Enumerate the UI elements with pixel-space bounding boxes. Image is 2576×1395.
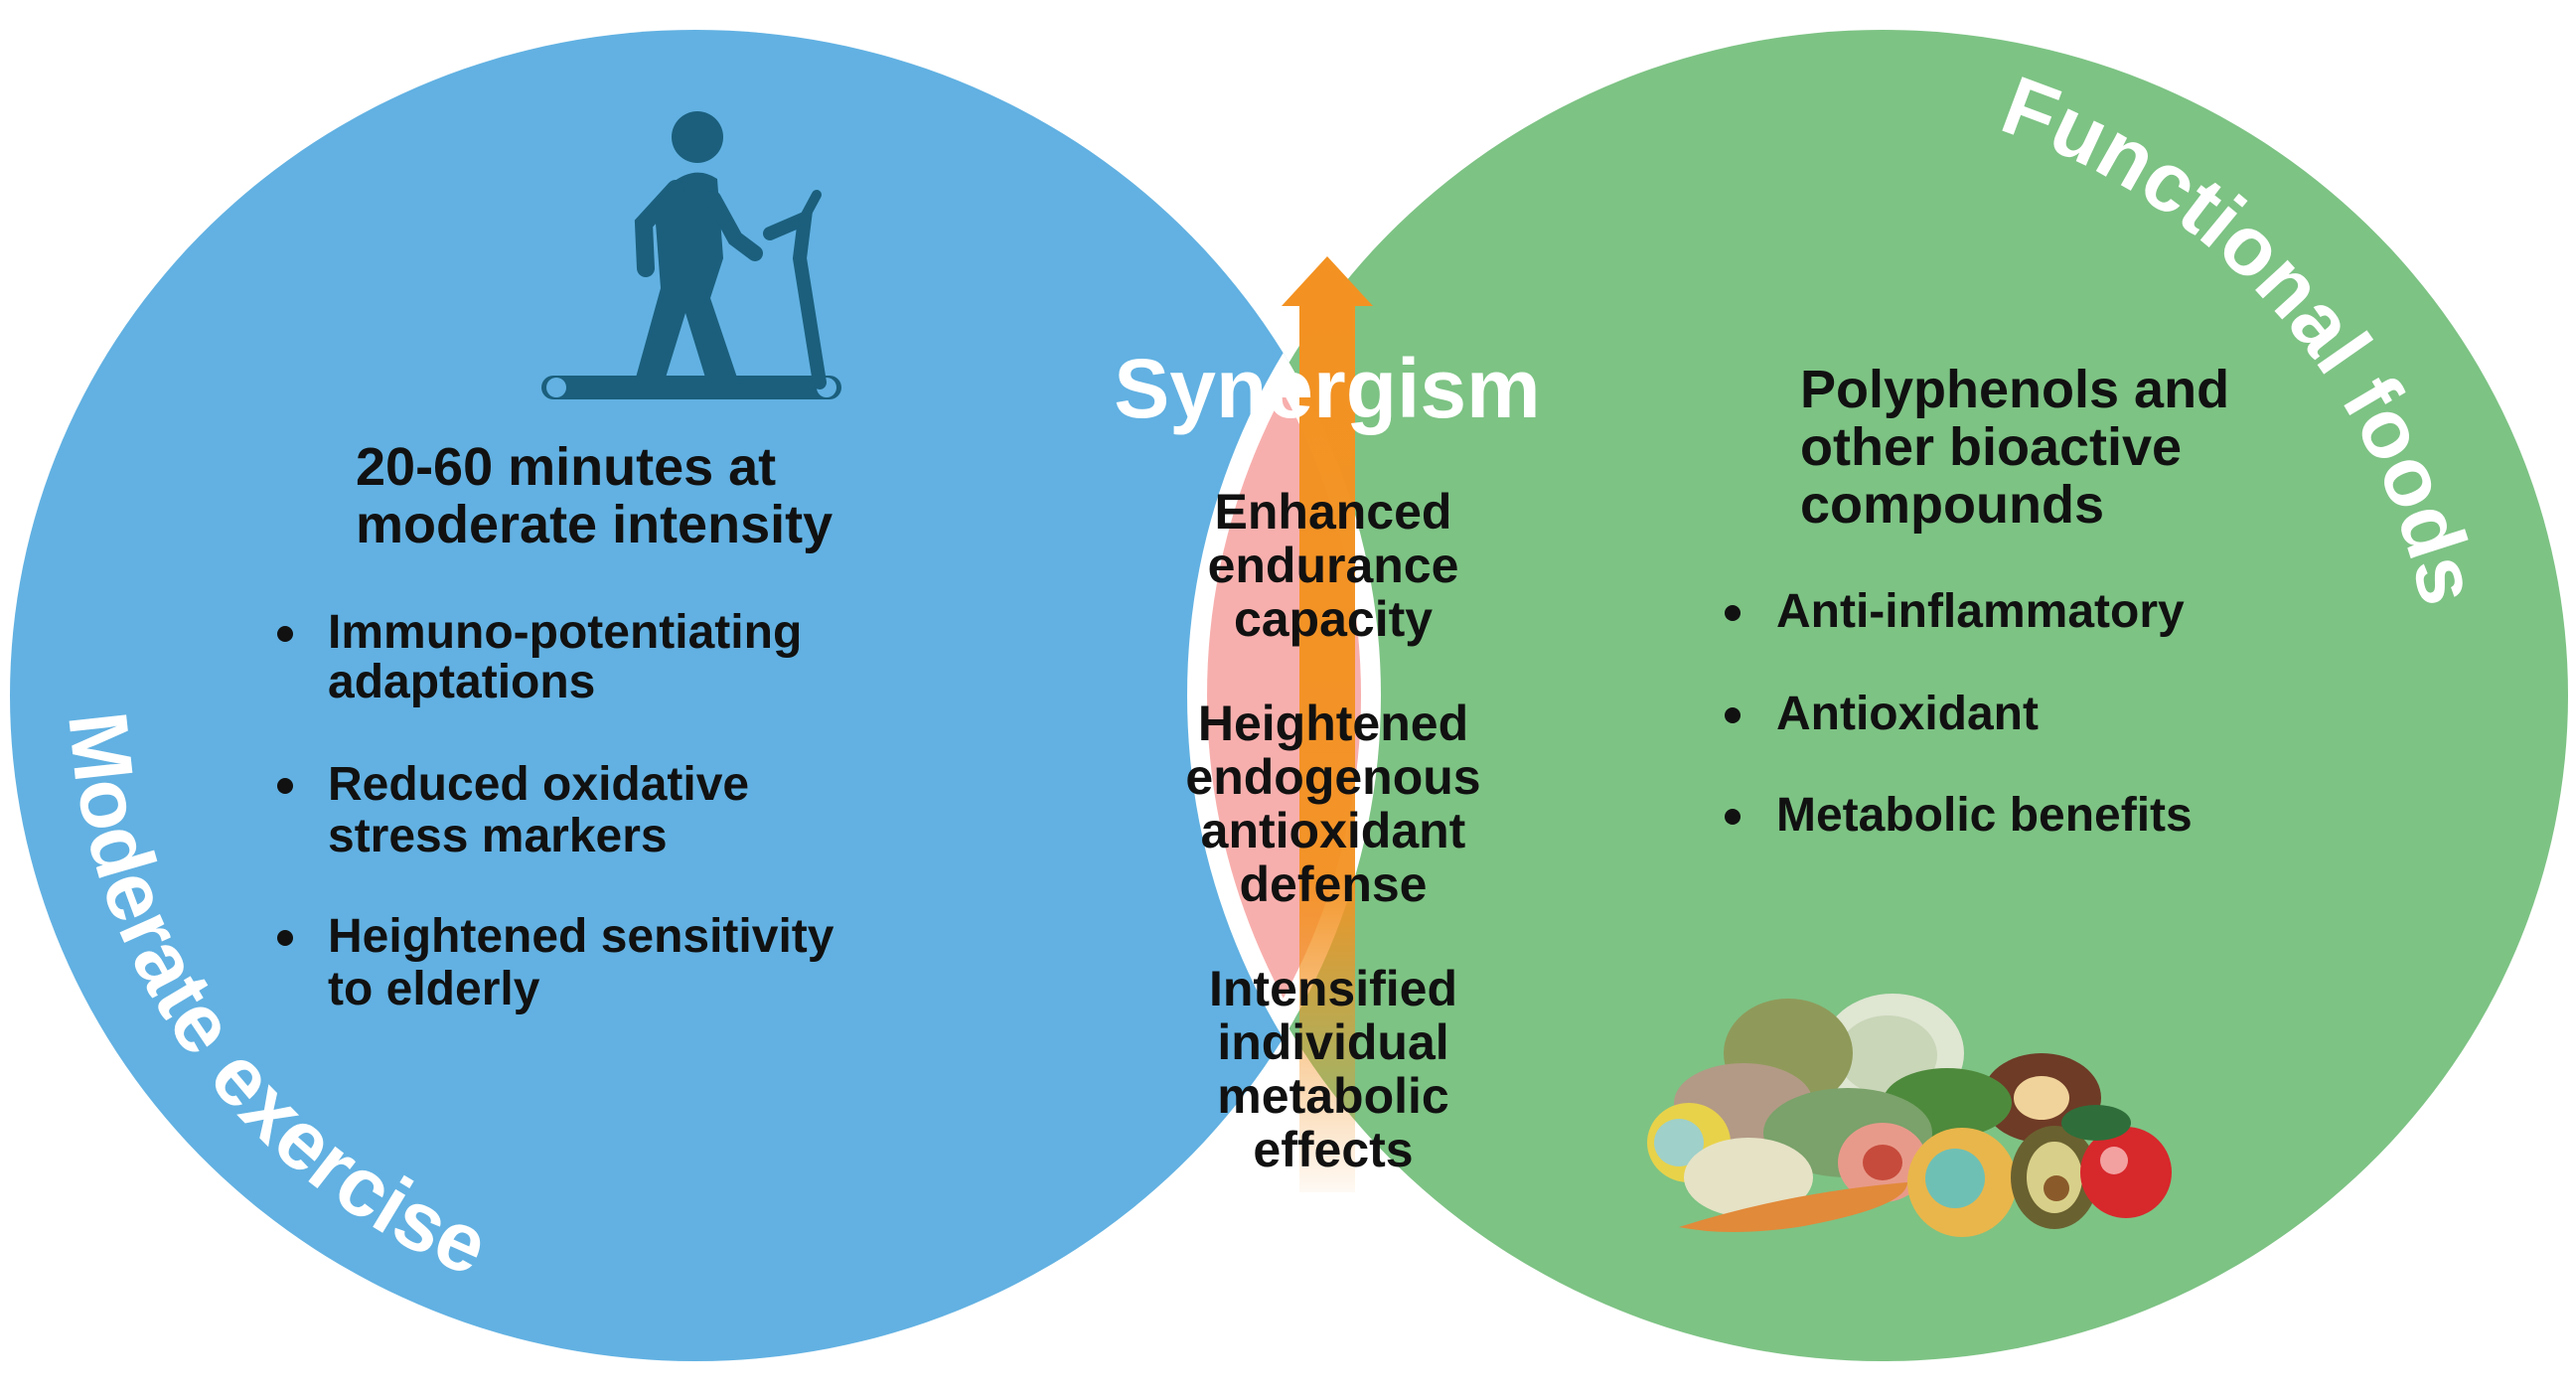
foods-circle <box>1197 30 2568 1361</box>
bullet-dot <box>277 930 293 946</box>
synergism-label: Synergism <box>1114 342 1541 435</box>
svg-text:moderate intensity: moderate intensity <box>356 495 833 554</box>
svg-text:defense: defense <box>1240 856 1428 912</box>
svg-text:endogenous: endogenous <box>1185 749 1480 805</box>
list-item: adaptations <box>328 656 595 708</box>
bullet-dot <box>1725 605 1741 621</box>
bullet-dot <box>277 778 293 794</box>
svg-text:individual: individual <box>1217 1014 1448 1070</box>
list-item: Antioxidant <box>1776 688 2039 740</box>
foods-bullets: Anti-inflammatory Antioxidant Metabolic … <box>1725 585 2193 842</box>
synergism-items: Enhanced endurance capacity Heightened e… <box>1185 484 1480 1177</box>
svg-text:Polyphenols and: Polyphenols and <box>1800 360 2229 419</box>
svg-text:20-60 minutes at: 20-60 minutes at <box>356 437 776 497</box>
list-item: Anti-inflammatory <box>1776 585 2185 638</box>
svg-text:endurance: endurance <box>1208 538 1459 593</box>
list-item: to elderly <box>328 963 540 1015</box>
exercise-bullets: Immuno-potentiating adaptations Reduced … <box>277 606 834 1015</box>
bullet-dot <box>1725 707 1741 723</box>
list-item: Metabolic benefits <box>1776 789 2193 842</box>
svg-text:other bioactive: other bioactive <box>1800 417 2182 477</box>
svg-text:effects: effects <box>1253 1122 1413 1177</box>
fruit-and-vegetable-pile-icon <box>1647 994 2172 1237</box>
person-on-treadmill-icon <box>541 111 841 399</box>
bullet-dot <box>277 626 293 642</box>
svg-text:antioxidant: antioxidant <box>1201 803 1466 858</box>
bullet-dot <box>1725 809 1741 825</box>
exercise-heading: 20-60 minutes at moderate intensity <box>356 437 833 554</box>
list-item: Heightened sensitivity <box>328 910 834 963</box>
svg-text:Intensified: Intensified <box>1209 961 1457 1016</box>
list-item: stress markers <box>328 810 668 862</box>
svg-text:compounds: compounds <box>1800 475 2104 535</box>
svg-text:metabolic: metabolic <box>1217 1068 1448 1124</box>
exercise-circle <box>10 30 1381 1361</box>
svg-text:capacity: capacity <box>1234 591 1433 647</box>
foods-heading: Polyphenols and other bioactive compound… <box>1800 360 2229 535</box>
list-item: Reduced oxidative <box>328 758 749 811</box>
list-item: Immuno-potentiating <box>328 606 802 659</box>
svg-text:Heightened: Heightened <box>1198 696 1468 751</box>
upward-arrow-icon <box>1282 256 1373 1192</box>
svg-text:Enhanced: Enhanced <box>1215 484 1452 540</box>
